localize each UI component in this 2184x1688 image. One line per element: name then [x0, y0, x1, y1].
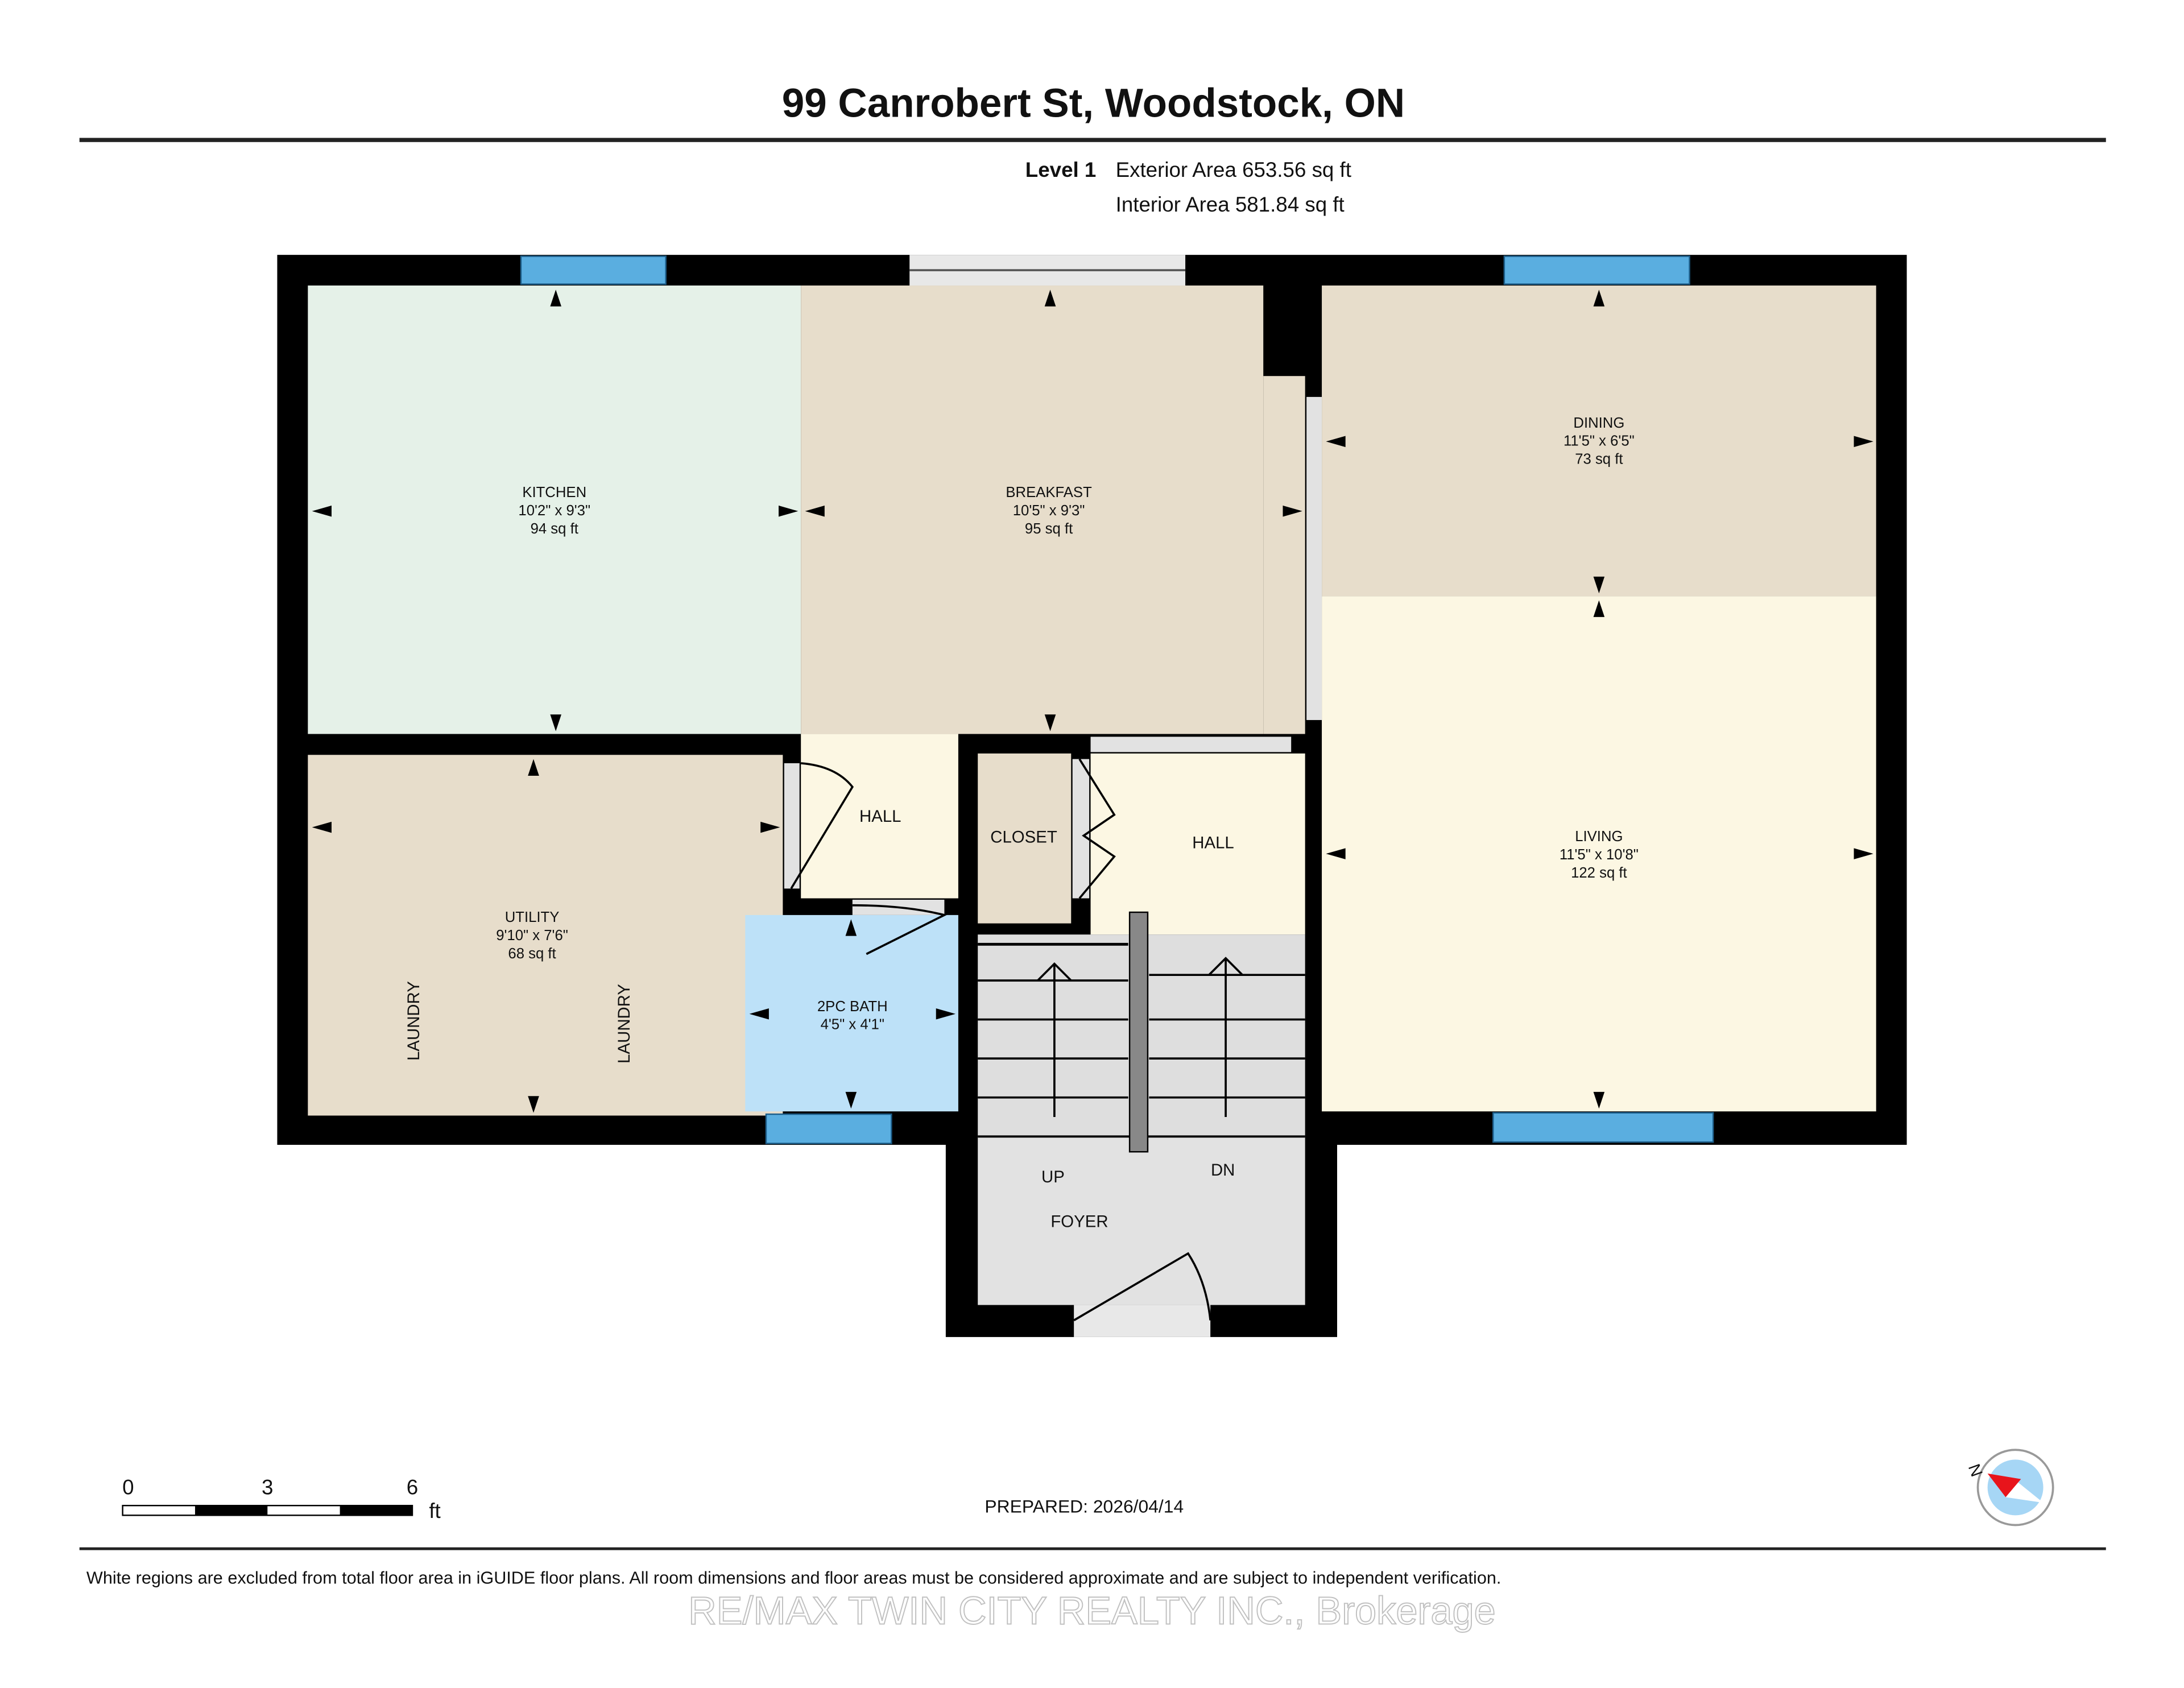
stairs-up-label: UP [1041, 1168, 1065, 1186]
stair-arrow-up-icon [1037, 962, 1072, 1117]
scale-bar: 0 3 6 ft [122, 1476, 441, 1522]
arrow-icon [805, 505, 825, 517]
dimension-arrows [312, 289, 1873, 1113]
door-swing-bath [852, 904, 948, 955]
stairs-left-top [978, 942, 1128, 946]
arrow-icon [779, 505, 799, 517]
arrow-icon [760, 821, 780, 833]
door-closet [1078, 758, 1116, 899]
door-swing-utility [790, 762, 854, 889]
room-breakfast-ext [1263, 376, 1305, 734]
arrow-icon [845, 919, 857, 936]
header-divider [79, 138, 2106, 142]
scale-unit: ft [429, 1499, 440, 1522]
arrow-icon [1854, 848, 1873, 859]
arrow-icon [1326, 848, 1346, 859]
room-breakfast [801, 286, 1264, 734]
arrow-icon [312, 505, 332, 517]
breakfast-dims: 10'5" x 9'3" [1013, 503, 1085, 519]
exterior-area: Exterior Area 653.56 sq ft [1116, 158, 1351, 181]
foyer-name: FOYER [1050, 1212, 1108, 1231]
footer-divider [79, 1547, 2106, 1550]
room-closet [978, 753, 1072, 924]
arrow-icon [312, 821, 332, 833]
utility-name: UTILITY [505, 909, 560, 925]
bath-name: 2PC BATH [817, 999, 888, 1015]
laundry-label-right: LAUNDRY [615, 984, 634, 1064]
arrow-icon [749, 1008, 769, 1020]
windows [520, 255, 1714, 1144]
stair-divider [1128, 911, 1149, 1153]
closet-name: CLOSET [990, 828, 1057, 847]
room-foyer [978, 1137, 1305, 1305]
prepared-date: PREPARED: 2026/04/14 [985, 1496, 1184, 1516]
breakfast-area: 95 sq ft [1025, 521, 1073, 537]
room-hall-1 [801, 734, 958, 899]
arrow-icon [1326, 436, 1346, 448]
disclaimer: White regions are excluded from total fl… [86, 1568, 1501, 1587]
scale-tick-0: 0 [122, 1476, 134, 1499]
opening-closet [1072, 759, 1090, 899]
arrow-icon [1593, 600, 1605, 617]
window [1492, 1112, 1714, 1143]
scale-tick-6: 6 [407, 1476, 418, 1499]
arrow-icon [1044, 714, 1056, 731]
arrow-icon [528, 1096, 539, 1113]
living-name: LIVING [1575, 829, 1623, 845]
compass-icon: N [1964, 1449, 2054, 1526]
stairs-down-label: DN [1211, 1161, 1235, 1180]
arrow-icon [1593, 576, 1605, 594]
interior-area: Interior Area 581.84 sq ft [1116, 193, 1345, 216]
room-utility [308, 755, 783, 1116]
opening-utility [784, 763, 800, 889]
arrow-icon [1044, 289, 1056, 307]
arrow-icon [528, 759, 539, 776]
stair-arrow-down-icon [1208, 957, 1243, 1117]
bath-dims: 4'5" x 4'1" [821, 1017, 884, 1033]
utility-area: 68 sq ft [508, 946, 556, 962]
window [520, 255, 667, 285]
dining-area: 73 sq ft [1575, 451, 1623, 467]
door-swing-front [1073, 1252, 1211, 1322]
dining-dims: 11'5" x 6'5" [1563, 433, 1635, 449]
laundry-label-left: LAUNDRY [404, 981, 423, 1061]
dining-name: DINING [1573, 415, 1624, 431]
arrow-icon [936, 1008, 956, 1020]
arrow-icon [1593, 1091, 1605, 1109]
opening-front [1074, 1305, 1211, 1337]
breakfast-name: BREAKFAST [1006, 485, 1092, 500]
scale-tick-3: 3 [262, 1476, 273, 1499]
room-hall-2 [1090, 753, 1305, 935]
opening-dining [1306, 396, 1322, 721]
arrow-icon [550, 714, 561, 731]
watermark: RE/MAX TWIN CITY REALTY INC., Brokerage [688, 1588, 1496, 1632]
window [1503, 255, 1690, 285]
kitchen-area: 94 sq ft [531, 521, 578, 537]
room-bath [745, 915, 958, 1112]
page-title: 99 Canrobert St, Woodstock, ON [782, 81, 1405, 126]
window [765, 1113, 892, 1144]
arrow-icon [550, 289, 561, 307]
hall-2-name: HALL [1192, 833, 1234, 852]
opening-hall2 [1090, 737, 1292, 752]
room-dining [1322, 286, 1876, 597]
room-living [1322, 596, 1876, 1112]
hall-1-name: HALL [859, 807, 901, 826]
utility-dims: 9'10" x 7'6" [496, 928, 568, 944]
living-dims: 11'5" x 10'8" [1560, 847, 1639, 863]
arrow-icon [845, 1091, 857, 1109]
room-kitchen [308, 286, 801, 734]
kitchen-dims: 10'2" x 9'3" [518, 503, 590, 519]
living-area: 122 sq ft [1571, 865, 1627, 881]
arrow-icon [1283, 505, 1302, 517]
arrow-icon [1593, 289, 1605, 307]
arrow-icon [1854, 436, 1873, 448]
kitchen-name: KITCHEN [522, 485, 586, 500]
level-label: Level 1 [1025, 158, 1097, 181]
